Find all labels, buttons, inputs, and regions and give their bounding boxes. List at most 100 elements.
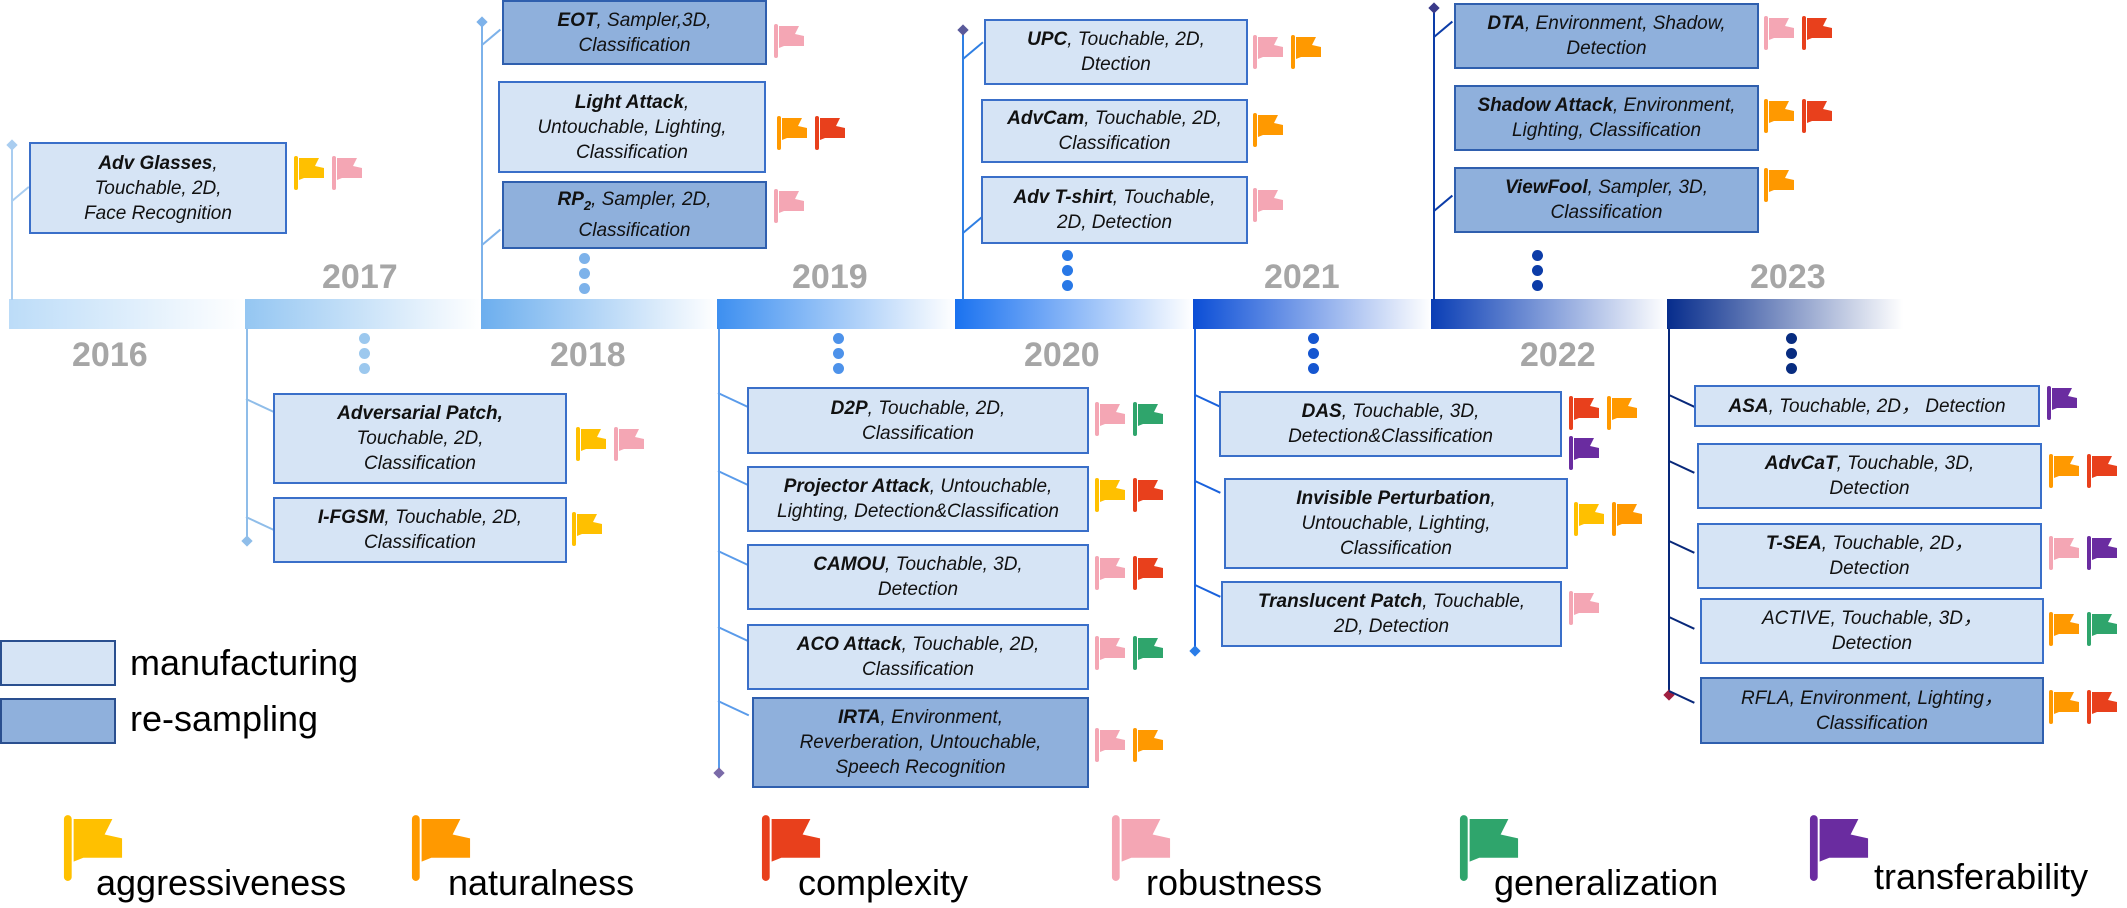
- metric-flags-advcat: [2048, 454, 2118, 488]
- method-box-asa: ASA, Touchable, 2D， Detection: [1694, 385, 2040, 427]
- complexity-flag-icon: [1568, 396, 1600, 430]
- timeline-segment-2018: [481, 299, 717, 329]
- branch-advcat: [1668, 460, 1695, 474]
- branch-tsea: [1668, 540, 1695, 554]
- metric-flags-dta: [1763, 16, 1833, 50]
- branch-advpatch: [245, 398, 276, 414]
- complexity-flag-icon: [1801, 99, 1833, 133]
- connector-end-2017: [241, 535, 253, 547]
- legend-label-resampling: re-sampling: [130, 698, 319, 739]
- generalization-flag-icon: [2086, 612, 2118, 646]
- metric-flags-light-attack: [776, 116, 846, 150]
- naturalness-flag-icon: [1606, 396, 1638, 430]
- metric-flags-translucent-patch: [1568, 591, 1600, 625]
- method-box-advcat: AdvCaT, Touchable, 3D,Detection: [1697, 443, 2042, 509]
- complexity-flag-icon: [1132, 556, 1164, 590]
- naturalness-flag-icon: [1763, 168, 1795, 202]
- aggressiveness-flag-icon: [575, 427, 607, 461]
- robustness-flag-icon: [1094, 728, 1126, 762]
- legend-swatch-manufacturing: [0, 640, 116, 686]
- timeline-segment-2021: [1193, 299, 1431, 329]
- method-box-rp2: RP2, Sampler, 2D,Classification: [502, 181, 767, 249]
- robustness-flag-icon: [1094, 636, 1126, 670]
- complexity-flag-icon: [2086, 690, 2118, 724]
- method-box-viewfool: ViewFool, Sampler, 3D,Classification: [1454, 167, 1759, 233]
- year-label-2023: 2023: [1750, 258, 1826, 296]
- robustness-flag-icon: [1568, 591, 1600, 625]
- method-box-advcam: AdvCam, Touchable, 2D,Classification: [981, 99, 1248, 163]
- metric-flags-invisible-perturbation: [1573, 502, 1643, 536]
- ellipsis-dots: [1786, 333, 1798, 378]
- connector-end-2022: [1428, 2, 1440, 14]
- branch-translucent: [1194, 584, 1221, 598]
- key-label-aggressiveness: aggressiveness: [96, 862, 347, 903]
- branch-advglasses: [11, 186, 30, 202]
- method-box-active: ACTIVE, Touchable, 3D，Detection: [1700, 598, 2044, 664]
- complexity-flag-icon: [814, 116, 846, 150]
- connector-2018: [481, 22, 483, 300]
- metric-flags-advglasses: [293, 156, 363, 190]
- branch-aco: [717, 626, 750, 643]
- naturalness-flag-icon: [2048, 454, 2080, 488]
- naturalness-flag-icon: [1252, 113, 1284, 147]
- robustness-flag-icon: [1763, 16, 1795, 50]
- branch-irta: [717, 700, 750, 717]
- key-label-naturalness: naturalness: [448, 862, 635, 903]
- connector-end-2020: [957, 24, 969, 36]
- metric-flags-camou: [1094, 556, 1164, 590]
- naturalness-flag-icon: [2048, 612, 2080, 646]
- metric-flags-ifgsm: [571, 512, 603, 546]
- key-label-generalization: generalization: [1494, 862, 1719, 903]
- branch-projector: [717, 470, 750, 487]
- transferability-flag-icon: [1568, 436, 1600, 470]
- branch-viewfool: [1433, 194, 1454, 212]
- method-box-eot: EOT, Sampler,3D,Classification: [502, 0, 767, 65]
- ellipsis-dots: [833, 333, 845, 378]
- method-box-translucent-patch: Translucent Patch, Touchable,2D, Detecti…: [1221, 581, 1562, 647]
- metric-flags-upc: [1252, 35, 1322, 69]
- year-label-2020: 2020: [1024, 336, 1100, 374]
- legend-label-manufacturing: manufacturing: [130, 642, 359, 683]
- naturalness-flag-icon: [1611, 502, 1643, 536]
- timeline-segment-2020: [955, 299, 1193, 329]
- method-box-dta: DTA, Environment, Shadow,Detection: [1454, 3, 1759, 69]
- method-box-aco-attack: ACO Attack, Touchable, 2D,Classification: [747, 624, 1089, 690]
- connector-2021: [1194, 329, 1196, 651]
- connector-end-2021: [1189, 645, 1201, 657]
- method-box-d2p: D2P, Touchable, 2D,Classification: [747, 387, 1089, 454]
- metric-flags-asa: [2046, 386, 2078, 420]
- key-label-complexity: complexity: [798, 862, 969, 903]
- connector-end-2018: [476, 16, 488, 28]
- method-box-shadow-attack: Shadow Attack, Environment,Lighting, Cla…: [1454, 85, 1759, 151]
- connector-2023: [1668, 329, 1670, 695]
- metric-flags-das: [1568, 396, 1638, 430]
- method-box-projector-attack: Projector Attack, Untouchable,Lighting, …: [747, 466, 1089, 532]
- connector-2022: [1433, 8, 1435, 300]
- method-box-adv-tshirt: Adv T-shirt, Touchable,2D, Detection: [981, 176, 1248, 244]
- ellipsis-dots: [1308, 333, 1320, 378]
- ellipsis-dots: [359, 333, 371, 378]
- metric-flags-d2p: [1094, 402, 1164, 436]
- aggressiveness-flag-icon: [1573, 502, 1605, 536]
- naturalness-flag-icon: [1290, 35, 1322, 69]
- metric-flags-projector-attack: [1094, 478, 1164, 512]
- complexity-flag-icon: [1801, 16, 1833, 50]
- year-label-2021: 2021: [1264, 258, 1340, 296]
- metric-flags-rp2: [773, 189, 805, 223]
- naturalness-flag-icon: [410, 814, 472, 882]
- branch-asa: [1668, 394, 1695, 408]
- branch-d2p: [717, 392, 750, 409]
- metric-flags-eot: [773, 24, 805, 58]
- transferability-flag-icon: [2046, 386, 2078, 420]
- ellipsis-dots: [579, 253, 591, 298]
- method-box-invisible-perturbation: Invisible Perturbation,Untouchable, Ligh…: [1224, 478, 1568, 569]
- robustness-flag-icon: [1252, 35, 1284, 69]
- year-label-2022: 2022: [1520, 336, 1596, 374]
- method-box-camou: CAMOU, Touchable, 3D,Detection: [747, 544, 1089, 610]
- robustness-flag-icon: [773, 189, 805, 223]
- complexity-flag-icon: [1132, 478, 1164, 512]
- naturalness-flag-icon: [1763, 99, 1795, 133]
- timeline-segment-2017: [245, 299, 481, 329]
- robustness-flag-icon: [1094, 402, 1126, 436]
- metric-flags-adv-tshirt: [1252, 188, 1284, 222]
